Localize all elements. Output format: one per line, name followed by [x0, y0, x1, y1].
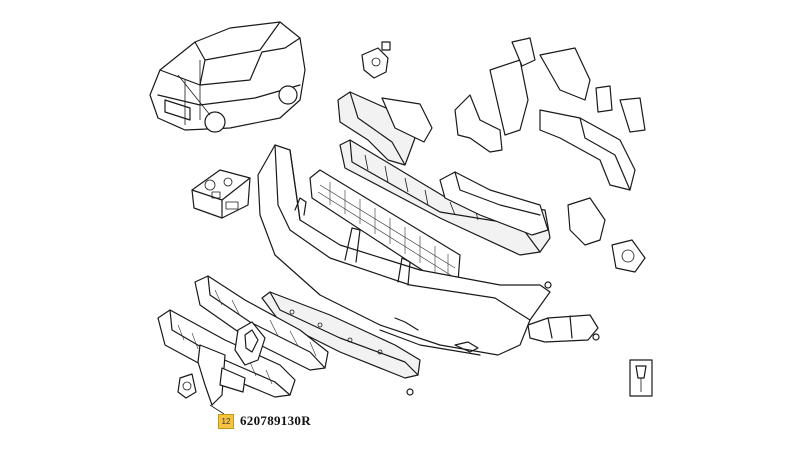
clip-kit-box — [191, 169, 251, 219]
fog-light-parts — [527, 197, 646, 343]
right-bracket-piece — [439, 171, 549, 236]
upper-grille-frame — [194, 275, 329, 371]
mounting-brackets — [454, 37, 646, 191]
small-emblem-part — [177, 373, 197, 399]
callout-marker-icon: 12 — [218, 414, 234, 429]
lower-skid-plate — [261, 291, 421, 379]
clip-part-top — [361, 41, 391, 79]
brand-logo-badge — [234, 321, 266, 366]
vehicle-thumbnail — [149, 21, 306, 133]
fastener-detail — [629, 359, 653, 397]
front-bumper-body — [257, 144, 551, 356]
upper-absorber — [337, 91, 433, 166]
callout-leader-line — [209, 404, 225, 415]
loose-fasteners — [406, 281, 600, 396]
front-grille — [157, 309, 296, 406]
part-number-label: 620789130R — [240, 413, 311, 428]
